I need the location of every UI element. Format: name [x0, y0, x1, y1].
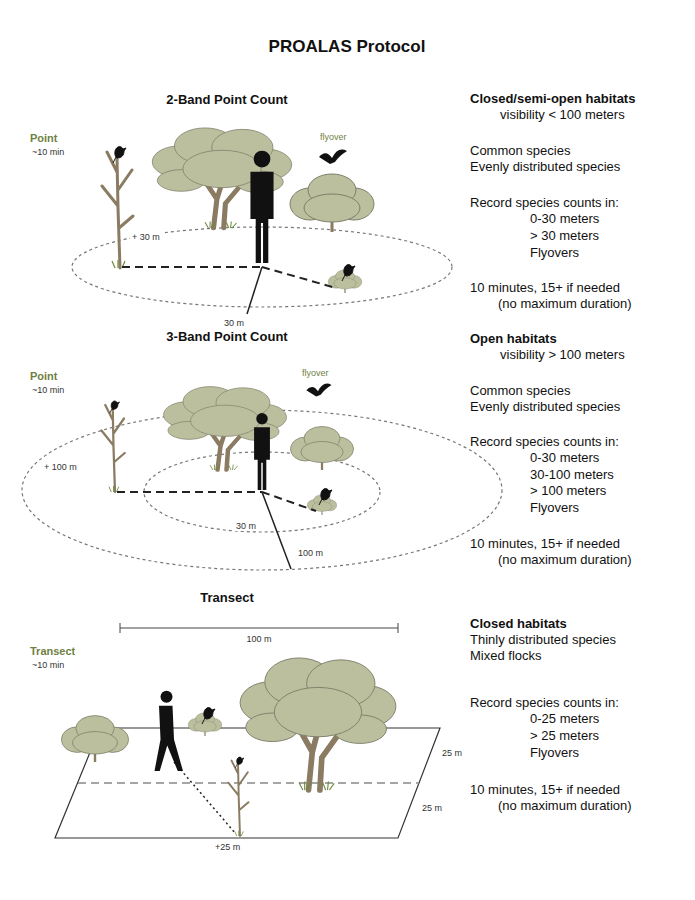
note-text: > 25 meters: [530, 729, 599, 744]
radius-line: [262, 492, 291, 569]
note-text: (no maximum duration): [498, 553, 632, 568]
dimension-label: 25 m: [420, 803, 444, 813]
flyover-label: flyover: [300, 368, 331, 378]
note-text: 10 minutes, 15+ if needed: [470, 537, 620, 552]
section-heading: 3-Band Point Count: [166, 330, 287, 345]
habitat-heading: Closed habitats: [470, 617, 567, 632]
method-label: Point: [30, 132, 58, 145]
distance-line: [262, 267, 336, 288]
dimension-label: 30 m: [222, 318, 246, 328]
section-heading: Transect: [200, 591, 253, 606]
radius-line: [247, 267, 262, 314]
flyover-bird: [319, 150, 347, 164]
bush: [291, 427, 354, 471]
dimension-label: +25 m: [213, 842, 242, 852]
bird: [342, 265, 355, 281]
note-text: Evenly distributed species: [470, 160, 620, 175]
observer: [155, 691, 184, 771]
bush: [61, 716, 128, 762]
habitat-heading: Open habitats: [470, 332, 557, 347]
transect-illustration: [55, 623, 440, 838]
dimension-label: 25 m: [440, 748, 464, 758]
dimension-label: + 100 m: [42, 462, 79, 472]
distance-line: [174, 762, 236, 834]
dimension-label: + 30 m: [130, 232, 162, 242]
bird: [319, 489, 332, 505]
note-text: Common species: [470, 384, 570, 399]
observer: [250, 151, 273, 263]
tree: [240, 658, 396, 790]
bird: [202, 708, 215, 724]
note-text: Flyovers: [530, 501, 579, 516]
note-text: 10 minutes, 15+ if needed: [470, 783, 620, 798]
two-band-illustration: [72, 128, 452, 314]
dimension-label: ~10 min: [30, 660, 66, 670]
note-text: 0-25 meters: [530, 712, 599, 727]
distance-line: [122, 266, 262, 268]
snag-tree: [228, 757, 248, 836]
habitat-heading: Closed/semi-open habitats: [470, 92, 635, 107]
note-text: Thinly distributed species: [470, 633, 616, 648]
three-band-illustration: [22, 384, 502, 570]
note-text: 10 minutes, 15+ if needed: [470, 281, 620, 296]
note-text: Flyovers: [530, 746, 579, 761]
note-text: > 100 meters: [530, 484, 606, 499]
note-text: 30-100 meters: [530, 468, 614, 483]
dimension-label: 30 m: [234, 521, 258, 531]
note-text: 0-30 meters: [530, 451, 599, 466]
dimension-label: ~10 min: [30, 385, 66, 395]
note-text: Flyovers: [530, 246, 579, 261]
note-text: 0-30 meters: [530, 212, 599, 227]
note-text: (no maximum duration): [498, 297, 632, 312]
flyover-label: flyover: [318, 132, 349, 142]
dimension-label: ~10 min: [30, 147, 66, 157]
note-text: Record species counts in:: [470, 696, 619, 711]
note-text: (no maximum duration): [498, 799, 632, 814]
method-label: Transect: [30, 645, 75, 658]
distance-line: [117, 491, 262, 493]
note-text: Record species counts in:: [470, 196, 619, 211]
snag-tree: [102, 147, 133, 268]
length-bracket: [120, 623, 398, 633]
method-label: Point: [30, 370, 58, 383]
note-text: Common species: [470, 144, 570, 159]
section-heading: 2-Band Point Count: [166, 93, 287, 108]
dimension-label: 100 m: [296, 548, 325, 558]
transect-centerline: [78, 782, 419, 784]
dimension-label: 100 m: [244, 634, 273, 644]
note-text: Evenly distributed species: [470, 400, 620, 415]
note-text: visibility < 100 meters: [500, 108, 625, 123]
bush: [290, 174, 374, 232]
snag-tree: [102, 401, 125, 492]
note-text: Record species counts in:: [470, 435, 619, 450]
note-text: visibility > 100 meters: [500, 348, 625, 363]
note-text: Mixed flocks: [470, 649, 542, 664]
band-ring: [22, 410, 502, 570]
note-text: > 30 meters: [530, 229, 599, 244]
flyover-bird: [306, 384, 331, 397]
distance-line: [262, 492, 316, 511]
observer: [254, 413, 270, 490]
page-title: PROALAS Protocol: [269, 37, 426, 57]
